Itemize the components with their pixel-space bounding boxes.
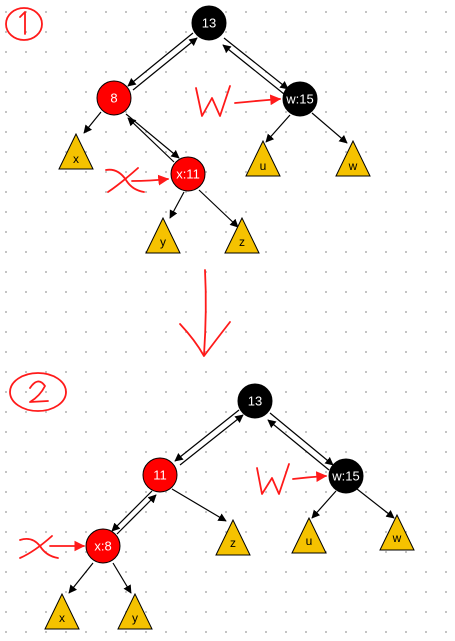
edge-13-to-w-2: [269, 412, 334, 466]
subtree-u-2: u: [291, 516, 327, 554]
edge-x11-to-8: [127, 117, 175, 163]
edge-11-to-z: [171, 488, 227, 522]
svg-text:13: 13: [202, 15, 216, 30]
edge-w-to-13: [222, 44, 285, 95]
node-w15-diagram-2: w:15: [328, 458, 364, 494]
svg-text:x: x: [59, 611, 65, 625]
subtree-w-1: w: [335, 139, 371, 177]
subtree-z-1: z: [224, 216, 260, 254]
edge-w-to-u-2: [311, 490, 337, 519]
node-11-diagram-2: 11: [142, 457, 178, 493]
svg-text:z: z: [239, 235, 245, 249]
edge-x11-to-z: [198, 189, 239, 228]
subtree-u-1: u: [245, 139, 281, 177]
diagram-1-edges: [83, 32, 348, 228]
node-13-diagram-1: 13: [191, 5, 227, 41]
edge-w-to-13-2: [267, 419, 330, 471]
svg-text:z: z: [230, 536, 236, 550]
edge-x11-to-y: [169, 191, 185, 219]
edge-x8-to-x: [68, 562, 94, 594]
svg-text:11: 11: [153, 467, 167, 482]
edge-8-to-x: [83, 111, 102, 134]
svg-text:w: w: [348, 159, 358, 173]
diagram-2-edges: [68, 409, 395, 594]
edge-w-to-u: [265, 114, 291, 143]
diagram-2: x y z u w 13 11 w:15: [9, 372, 415, 630]
w-pointer-annotation-2: [256, 463, 328, 495]
edge-x8-to-11: [116, 494, 157, 535]
edge-11-to-x8: [111, 490, 153, 532]
subtree-w-2: w: [379, 513, 415, 551]
svg-text:x: x: [73, 152, 79, 166]
subtree-z-2: z: [215, 518, 251, 556]
svg-text:u: u: [260, 159, 267, 173]
node-13-diagram-2: 13: [237, 383, 273, 419]
edge-8-to-x11: [125, 113, 180, 159]
step-1-annotation: [5, 7, 43, 41]
svg-text:x:8: x:8: [94, 538, 111, 553]
subtree-x-2: x: [44, 592, 80, 630]
svg-text:w:15: w:15: [331, 468, 359, 483]
svg-text:w: w: [392, 531, 402, 545]
edge-w-to-w: [311, 112, 348, 144]
edge-13-to-w: [223, 37, 289, 90]
x-pointer-annotation: [105, 167, 170, 193]
diagram-1: x u w y z 13 8 w:15: [5, 5, 371, 254]
subtree-x-1: x: [58, 132, 94, 170]
node-w15-diagram-1: w:15: [282, 81, 318, 117]
edge-11-to-13: [179, 414, 244, 466]
svg-text:w:15: w:15: [285, 91, 313, 106]
svg-text:u: u: [306, 534, 313, 548]
edge-w-to-w-2: [356, 488, 395, 519]
node-x11-diagram-1: x:11: [170, 156, 206, 192]
svg-text:y: y: [132, 611, 138, 625]
transition-arrow: [179, 269, 231, 357]
w-pointer-annotation: [195, 85, 282, 117]
svg-text:x:11: x:11: [176, 166, 200, 181]
edge-8-to-13: [132, 37, 198, 91]
svg-text:13: 13: [248, 393, 262, 408]
edge-13-to-8: [127, 32, 194, 87]
subtree-y-2: y: [117, 592, 153, 630]
svg-text:y: y: [160, 235, 166, 249]
svg-text:8: 8: [110, 90, 117, 105]
x-pointer-annotation-2: [19, 535, 86, 559]
node-8-diagram-1: 8: [96, 80, 132, 116]
node-x8-diagram-2: x:8: [85, 528, 121, 564]
edge-13-to-11: [174, 409, 240, 462]
subtree-y-1: y: [145, 216, 181, 254]
step-2-annotation: [9, 372, 67, 412]
edge-x8-to-y: [112, 562, 132, 594]
